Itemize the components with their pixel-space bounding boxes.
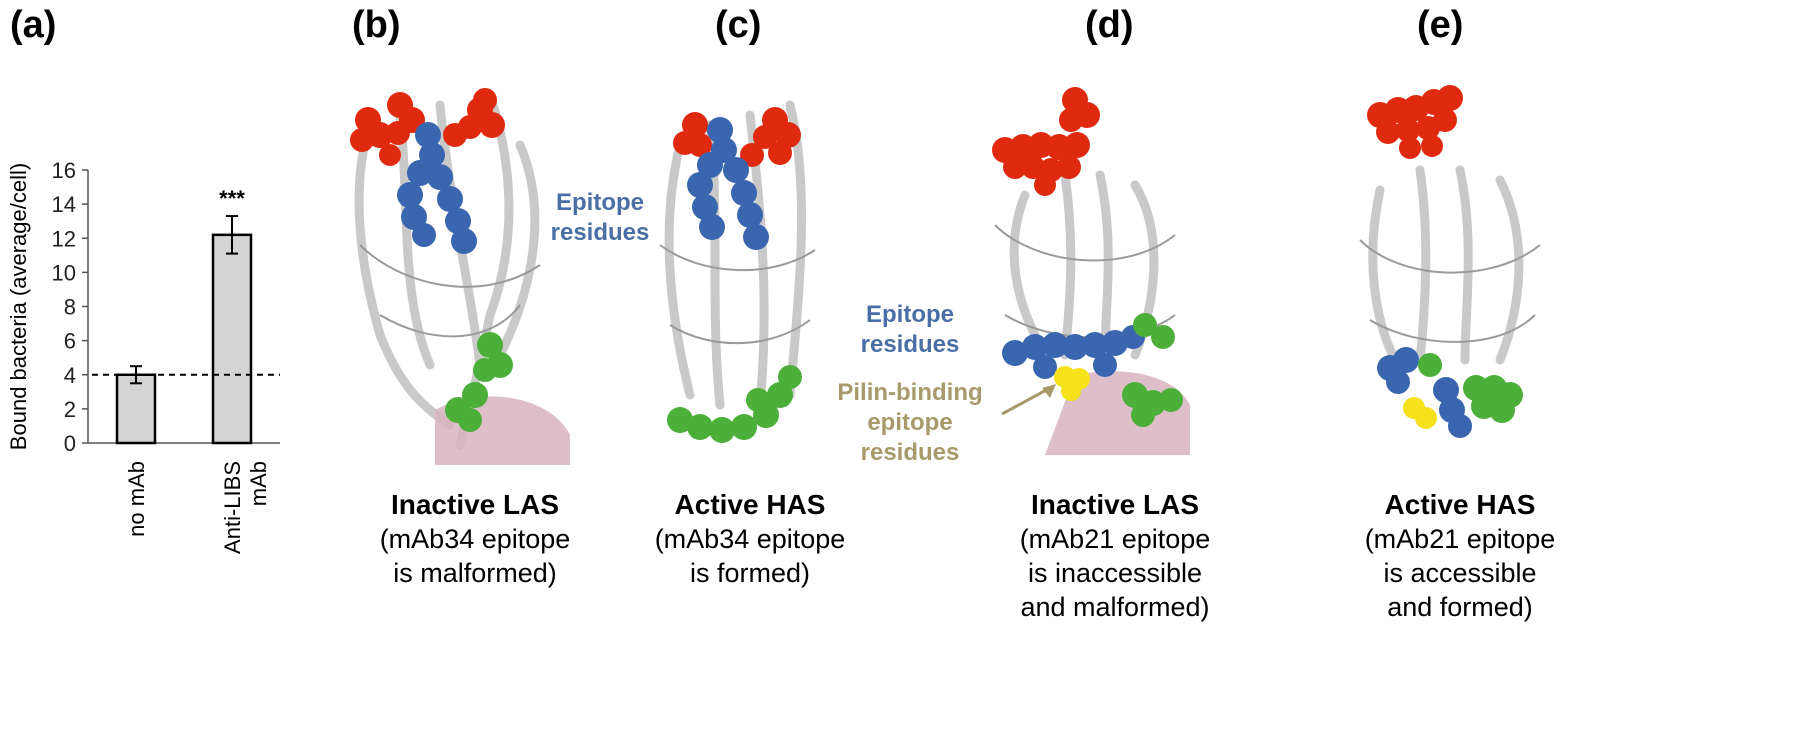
anno-line: Pilin-binding xyxy=(837,379,983,406)
anno-line: Epitope xyxy=(556,189,644,216)
caption-line: (mAb21 epitope xyxy=(1364,524,1556,554)
caption-line: is formed) xyxy=(689,558,811,588)
x-tick-label: no mAb xyxy=(124,461,149,537)
caption-line: is accessible xyxy=(1383,558,1537,588)
anno-line: residues xyxy=(860,439,960,466)
caption-d: Inactive LAS (mAb21 epitope is inaccessi… xyxy=(965,488,1265,624)
epitope-residues-label-c: Epitope residues xyxy=(530,188,670,248)
caption-line: is inaccessible xyxy=(1027,558,1203,588)
y-tick-label: 12 xyxy=(52,226,76,251)
bar-chart: 0 2 4 6 8 10 12 14 16 Bound bacteria (average/cel… xyxy=(6,158,280,554)
panel-label-c: (c) xyxy=(715,4,762,46)
panel-label-b: (b) xyxy=(352,4,401,46)
protein-structure-c xyxy=(659,100,816,443)
epitope-residues-label-d: Epitope residues xyxy=(840,300,980,360)
caption-title: Inactive LAS xyxy=(1030,489,1200,520)
caption-title: Active HAS xyxy=(674,489,826,520)
caption-line: and malformed) xyxy=(1020,592,1210,622)
caption-c: Active HAS (mAb34 epitope is formed) xyxy=(600,488,900,590)
panel-label-a: (a) xyxy=(10,4,57,46)
anno-line: Epitope xyxy=(866,301,954,328)
y-axis-label: Bound bacteria (average/cell) xyxy=(6,163,31,450)
caption-line: (mAb34 epitope xyxy=(654,524,846,554)
y-tick-label: 4 xyxy=(64,363,76,388)
y-tick-label: 16 xyxy=(52,158,76,183)
anno-line: residues xyxy=(860,331,960,358)
protein-structure-d xyxy=(992,87,1190,455)
panel-label-e: (e) xyxy=(1417,4,1464,46)
x-tick-label: Anti-LIBS xyxy=(220,461,245,554)
y-tick-label: 6 xyxy=(64,329,76,354)
protein-structure-b xyxy=(350,88,570,465)
y-tick-label: 2 xyxy=(64,397,76,422)
protein-structure-e xyxy=(1359,85,1541,438)
caption-line: (mAb34 epitope xyxy=(379,524,571,554)
y-tick-label: 10 xyxy=(52,260,76,285)
y-tick-label: 0 xyxy=(64,431,76,456)
caption-line: (mAb21 epitope xyxy=(1019,524,1211,554)
caption-e: Active HAS (mAb21 epitope is accessible … xyxy=(1310,488,1610,624)
anno-line: residues xyxy=(550,219,650,246)
significance-marker: *** xyxy=(219,186,245,211)
pilin-binding-label-d: Pilin-binding epitope residues xyxy=(820,378,1000,468)
caption-b: Inactive LAS (mAb34 epitope is malformed… xyxy=(325,488,625,590)
y-tick-label: 8 xyxy=(64,295,76,320)
bar xyxy=(211,233,253,445)
bar xyxy=(115,373,157,445)
panel-label-d: (d) xyxy=(1085,4,1134,46)
caption-line: and formed) xyxy=(1387,592,1533,622)
caption-title: Inactive LAS xyxy=(390,489,560,520)
caption-title: Active HAS xyxy=(1384,489,1536,520)
y-tick-label: 14 xyxy=(52,192,76,217)
x-tick-label: mAb xyxy=(246,461,271,506)
anno-line: epitope xyxy=(867,409,953,436)
caption-line: is malformed) xyxy=(393,558,557,588)
pilin-arrow xyxy=(1001,384,1056,416)
